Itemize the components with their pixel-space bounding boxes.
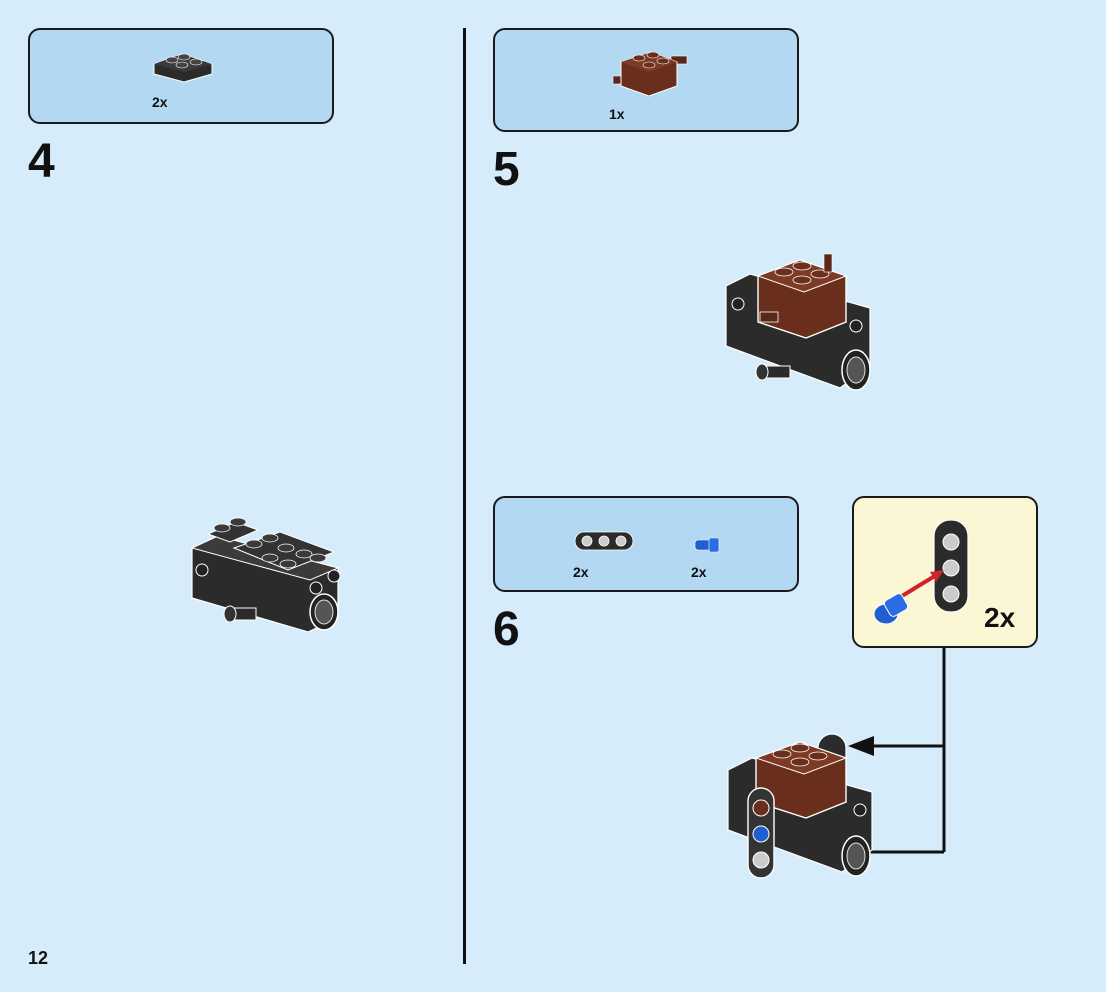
column-divider: [463, 28, 466, 964]
black-plate-part-icon: [153, 53, 213, 83]
step6-assembly-image: [727, 733, 873, 879]
step4-assembly-image: [190, 517, 341, 633]
step6-callout-box: 2x: [852, 496, 1038, 648]
step6-liftarm-qty: 2x: [573, 564, 589, 580]
black-liftarm-part-icon: [574, 531, 634, 551]
step5-part-qty: 1x: [609, 106, 625, 122]
blue-pin-part-icon: [694, 537, 720, 553]
step4-part-qty: 2x: [152, 94, 168, 110]
step5-number: 5: [493, 143, 520, 196]
step6-callout-qty: 2x: [984, 602, 1016, 633]
step5-parts-box: 1x: [493, 28, 799, 132]
step4-number: 4: [28, 135, 55, 188]
step5-assembly-image: [725, 253, 871, 391]
brown-brick-part-icon: [612, 51, 688, 97]
step6-parts-box: 2x 2x: [493, 496, 799, 592]
step6-pin-qty: 2x: [691, 564, 707, 580]
step6-number: 6: [493, 603, 520, 656]
page-number: 12: [28, 948, 49, 968]
step4-parts-box: 2x: [28, 28, 334, 124]
liftarm-pin-callout-image: [873, 519, 969, 625]
